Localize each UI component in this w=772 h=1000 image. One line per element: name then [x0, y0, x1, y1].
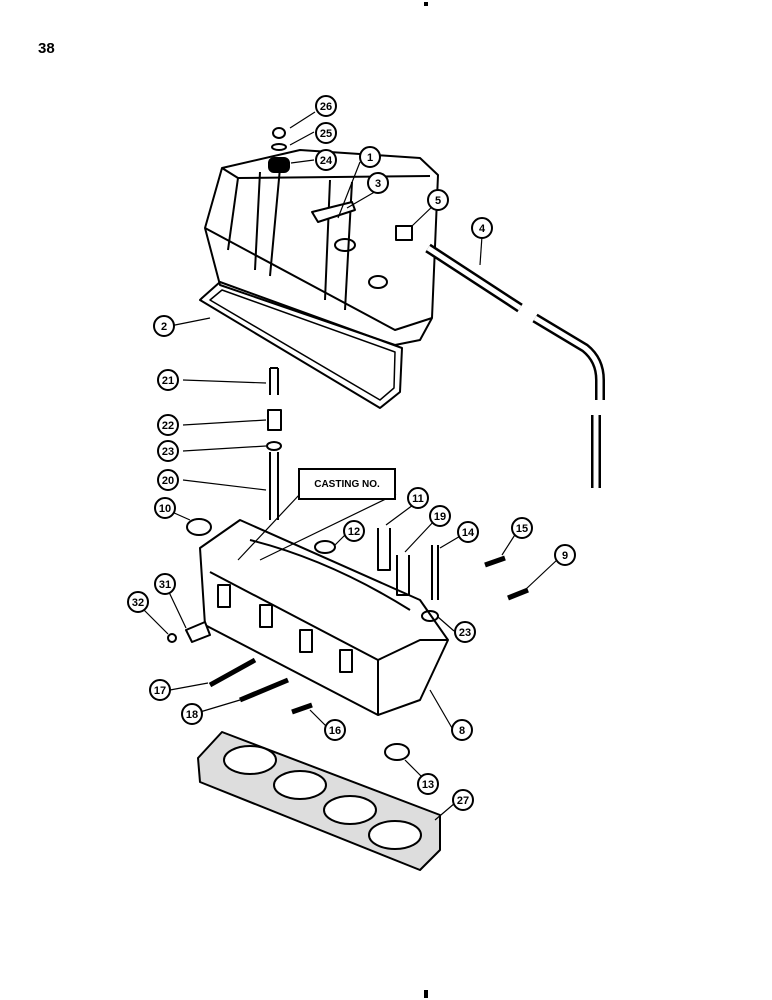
callout-9: 9: [554, 544, 576, 566]
callout-circle: [154, 573, 176, 595]
callout-label: 27: [457, 795, 469, 807]
callout-circle: [451, 719, 473, 741]
callout-circle: [157, 414, 179, 436]
callout-10: 10: [154, 497, 176, 519]
callout-27: 27: [452, 789, 474, 811]
callout-circle: [511, 517, 533, 539]
callout-circle: [457, 521, 479, 543]
callout-circle: [454, 621, 476, 643]
callout-8: 8: [451, 719, 473, 741]
callout-20: 20: [157, 469, 179, 491]
callout-label: 19: [434, 511, 446, 523]
callout-label: 1: [367, 152, 373, 164]
callout-circle: [429, 505, 451, 527]
callout-circle: [452, 789, 474, 811]
callout-1: 1: [359, 146, 381, 168]
callout-25: 25: [315, 122, 337, 144]
callout-label: 21: [162, 375, 174, 387]
callout-circle: [153, 315, 175, 337]
callout-label: 12: [348, 526, 360, 538]
callout-label: 3: [375, 178, 381, 190]
callout-circle: [315, 149, 337, 171]
callout-circle: [367, 172, 389, 194]
callout-16: 16: [324, 719, 346, 741]
callout-label: 4: [479, 223, 486, 235]
callout-label: 2: [161, 321, 167, 333]
callout-label: 18: [186, 709, 198, 721]
callout-circle: [359, 146, 381, 168]
callout-12: 12: [343, 520, 365, 542]
callout-label: 32: [132, 597, 144, 609]
callout-26: 26: [315, 95, 337, 117]
callout-circle: [427, 189, 449, 211]
callout-31: 31: [154, 573, 176, 595]
callout-label: 31: [159, 579, 171, 591]
callout-23: 23: [454, 621, 476, 643]
callout-label: 24: [320, 155, 333, 167]
callout-label: 13: [422, 779, 434, 791]
callout-11: 11: [407, 487, 429, 509]
callout-circle: [181, 703, 203, 725]
callout-14: 14: [457, 521, 479, 543]
callout-circle: [157, 440, 179, 462]
cover-gasket: [199, 281, 403, 409]
callout-circle: [157, 369, 179, 391]
callout-label: 9: [562, 550, 568, 562]
callout-4: 4: [471, 217, 493, 239]
callout-label: 17: [154, 685, 166, 697]
callout-label: 20: [162, 475, 174, 487]
callout-circle: [154, 497, 176, 519]
callout-17: 17: [149, 679, 171, 701]
callout-5: 5: [427, 189, 449, 211]
cylinder-head: [199, 519, 449, 716]
callout-label: 23: [162, 446, 174, 458]
callout-circle: [157, 469, 179, 491]
callout-circle: [407, 487, 429, 509]
callout-label: 14: [462, 527, 475, 539]
callout-label: 11: [412, 493, 424, 505]
page-number: 38: [38, 40, 55, 57]
callout-23: 23: [157, 440, 179, 462]
callout-label: 26: [320, 101, 332, 113]
callout-32: 32: [127, 591, 149, 613]
callout-13: 13: [417, 773, 439, 795]
callout-label: 10: [159, 503, 171, 515]
callout-18: 18: [181, 703, 203, 725]
callout-circle: [343, 520, 365, 542]
callout-21: 21: [157, 369, 179, 391]
callout-label: 5: [435, 195, 441, 207]
callout-label: 23: [459, 627, 471, 639]
valve-cover: [204, 149, 439, 346]
callout-circle: [127, 591, 149, 613]
callout-circle: [315, 122, 337, 144]
callout-label: 25: [320, 128, 332, 140]
callout-3: 3: [367, 172, 389, 194]
head-gasket: [197, 731, 441, 871]
callout-24: 24: [315, 149, 337, 171]
callout-circle: [324, 719, 346, 741]
callout-label: 16: [329, 725, 341, 737]
callout-circle: [554, 544, 576, 566]
callout-22: 22: [157, 414, 179, 436]
callout-15: 15: [511, 517, 533, 539]
callout-circle: [149, 679, 171, 701]
callout-label: 8: [459, 725, 465, 737]
callout-circle: [315, 95, 337, 117]
callout-circle: [471, 217, 493, 239]
callout-2: 2: [153, 315, 175, 337]
callout-19: 19: [429, 505, 451, 527]
callout-circle: [417, 773, 439, 795]
callout-label: 15: [516, 523, 528, 535]
callout-label: 22: [162, 420, 174, 432]
casting-number-label: CASTING NO.: [298, 468, 396, 500]
